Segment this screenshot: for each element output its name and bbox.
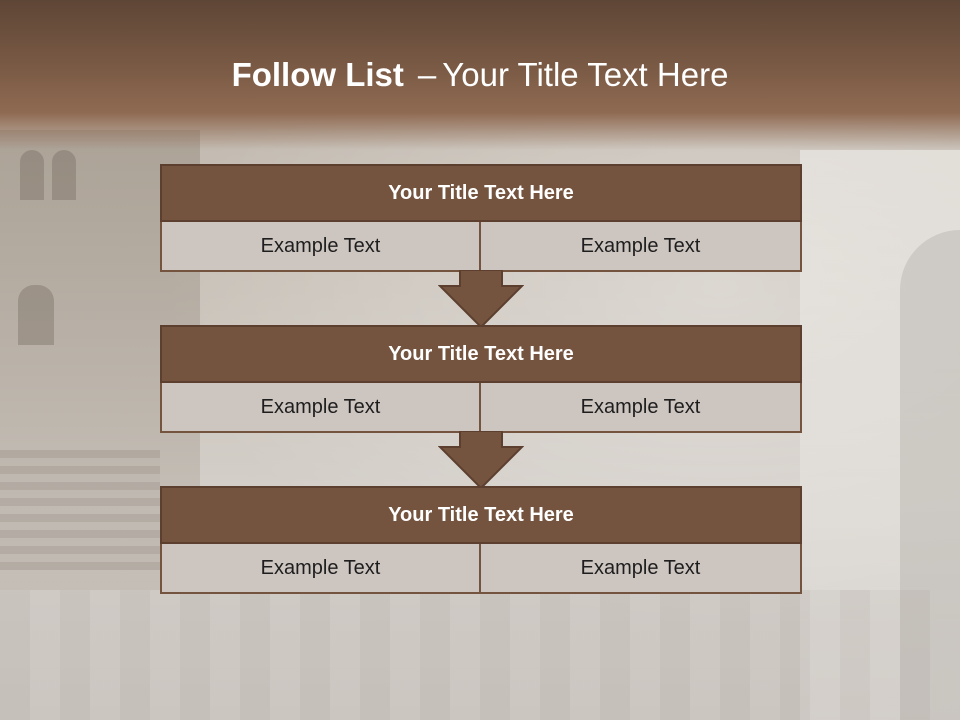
slide-title-rest: Your Title Text Here bbox=[442, 56, 729, 93]
background-stairs bbox=[0, 450, 160, 570]
block-cell: Example Text bbox=[160, 544, 481, 594]
down-arrow-icon bbox=[438, 431, 524, 489]
slide-title-separator: – bbox=[417, 56, 437, 93]
flow-block: Your Title Text Here Example Text Exampl… bbox=[160, 164, 802, 272]
down-arrow-icon bbox=[438, 270, 524, 328]
slide-title: Follow List–Your Title Text Here bbox=[0, 56, 960, 94]
background-window bbox=[18, 285, 54, 345]
background-pavement bbox=[0, 590, 960, 720]
header-band bbox=[0, 0, 960, 150]
block-title: Your Title Text Here bbox=[160, 164, 802, 222]
block-cell: Example Text bbox=[160, 383, 481, 433]
block-row: Example Text Example Text bbox=[160, 222, 802, 272]
background-window bbox=[52, 150, 76, 200]
flow-block: Your Title Text Here Example Text Exampl… bbox=[160, 486, 802, 594]
block-cell: Example Text bbox=[160, 222, 481, 272]
block-title: Your Title Text Here bbox=[160, 486, 802, 544]
block-row: Example Text Example Text bbox=[160, 383, 802, 433]
slide-title-bold: Follow List bbox=[231, 56, 404, 93]
block-title: Your Title Text Here bbox=[160, 325, 802, 383]
block-cell: Example Text bbox=[481, 544, 802, 594]
background-arch bbox=[800, 150, 960, 720]
background-arch-shadow bbox=[900, 230, 960, 720]
block-row: Example Text Example Text bbox=[160, 544, 802, 594]
block-cell: Example Text bbox=[481, 222, 802, 272]
background-window bbox=[20, 150, 44, 200]
block-cell: Example Text bbox=[481, 383, 802, 433]
flow-block: Your Title Text Here Example Text Exampl… bbox=[160, 325, 802, 433]
